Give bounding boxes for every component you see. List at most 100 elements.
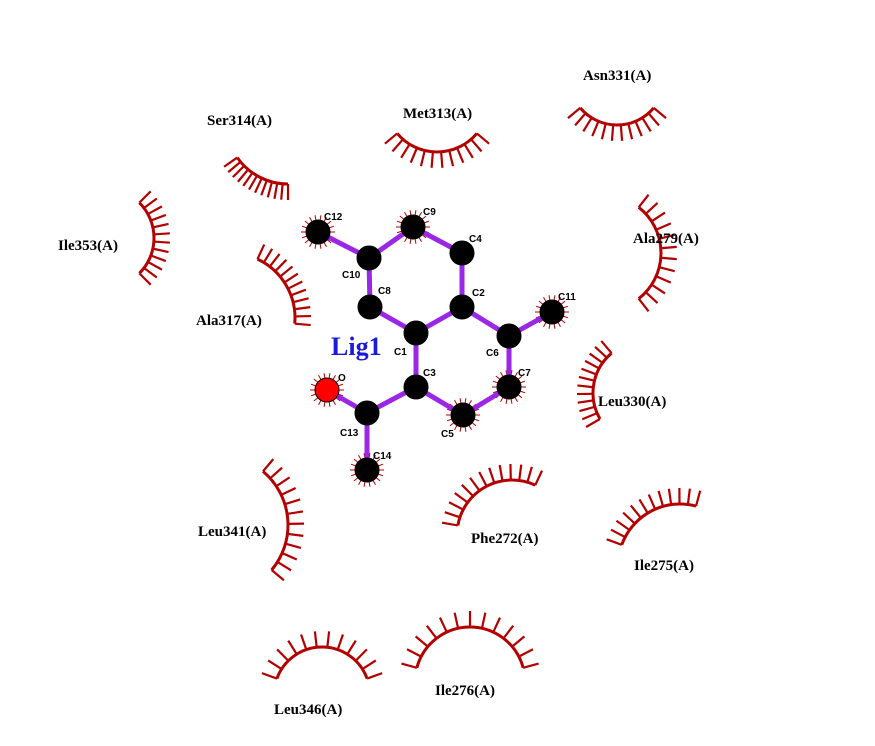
atom-label-c10: C10 xyxy=(342,270,361,281)
arc-spoke xyxy=(268,253,281,268)
arc-spoke xyxy=(694,490,702,507)
arc-spoke xyxy=(273,182,279,200)
arc-spoke xyxy=(502,625,515,640)
ligand-atoms xyxy=(305,214,565,483)
hydrophobic-arc xyxy=(256,257,297,324)
arc-spoke xyxy=(279,265,294,278)
arc-spoke xyxy=(143,197,158,209)
arc-spoke xyxy=(647,112,660,127)
atom-c3 xyxy=(403,374,429,400)
labels: Asn331(A)Met313(A)Ser314(A)Ile353(A)Ala2… xyxy=(58,68,699,718)
residue-label-leu330: Leu330(A) xyxy=(598,394,666,410)
arc-spoke xyxy=(653,107,667,119)
hydrophobic-arc xyxy=(235,156,289,186)
arc-spoke xyxy=(448,150,455,167)
atom-o xyxy=(314,377,340,403)
arc-spoke xyxy=(147,205,163,216)
arc-spoke xyxy=(454,492,469,504)
contact-marker-c12 xyxy=(301,215,335,249)
arc-spoke xyxy=(660,245,677,250)
atom-label-c12: C12 xyxy=(324,212,343,223)
arc-spoke xyxy=(147,260,163,271)
arc-spoke xyxy=(667,488,673,505)
residue-label-leu341: Leu341(A) xyxy=(198,524,266,540)
arc-spoke xyxy=(441,521,459,527)
hydrophobic-arc xyxy=(262,470,290,571)
arc-spoke xyxy=(522,662,539,669)
residue-ser314-contact xyxy=(223,156,290,200)
hydrophobic-contacts xyxy=(138,106,702,680)
arc-spoke xyxy=(600,123,607,140)
arc-spoke xyxy=(456,147,465,164)
atom-label-c9: C9 xyxy=(423,207,436,218)
residue-label-met313: Met313(A) xyxy=(403,106,472,122)
arc-spoke xyxy=(406,648,422,658)
residue-label-phe272: Phe272(A) xyxy=(471,531,539,547)
residue-label-ile275: Ile275(A) xyxy=(634,558,694,574)
atom-c14 xyxy=(354,457,380,483)
arc-spoke xyxy=(275,476,291,488)
arc-spoke xyxy=(518,648,534,658)
arc-spoke xyxy=(242,172,254,187)
arc-spoke xyxy=(400,143,411,159)
arc-spoke xyxy=(581,367,597,376)
arc-spoke xyxy=(686,488,691,505)
arc-spoke xyxy=(615,519,631,531)
arc-spoke xyxy=(430,151,434,168)
arc-spoke xyxy=(492,617,502,633)
arc-spoke xyxy=(262,458,275,473)
residue-ile275-contact xyxy=(606,487,702,546)
arc-spoke xyxy=(286,510,304,516)
arc-spoke xyxy=(600,340,613,354)
arc-spoke xyxy=(644,202,659,215)
hydrophobic-arc xyxy=(579,106,655,127)
arc-spoke xyxy=(280,487,297,496)
arc-spoke xyxy=(287,640,298,655)
arc-spoke xyxy=(574,112,587,127)
arc-spoke xyxy=(366,672,383,680)
hydrophobic-arc xyxy=(637,206,663,300)
residue-label-ser314: Ser314(A) xyxy=(207,113,272,129)
arc-spoke xyxy=(638,498,649,514)
atom-label-c1: C1 xyxy=(394,347,407,358)
residue-ile276-contact xyxy=(401,611,539,669)
arc-spoke xyxy=(223,156,238,168)
arc-spoke xyxy=(622,511,636,525)
arc-spoke xyxy=(619,124,624,141)
arc-spoke xyxy=(143,267,158,279)
arc-spoke xyxy=(150,213,167,222)
arc-spoke xyxy=(644,291,659,304)
arc-spoke xyxy=(480,612,487,629)
arc-spoke xyxy=(637,298,650,312)
residue-label-asn331: Asn331(A) xyxy=(583,68,651,84)
atom-label-c7: C7 xyxy=(518,368,531,379)
arc-spoke xyxy=(266,181,274,198)
atom-c1 xyxy=(403,320,429,346)
hydrophobic-arc xyxy=(138,201,156,275)
hydrophobic-arc xyxy=(275,645,369,680)
arc-spoke xyxy=(153,232,170,236)
arc-spoke xyxy=(478,471,488,487)
arc-spoke xyxy=(300,634,308,650)
arc-spoke xyxy=(276,560,292,572)
arc-spoke xyxy=(294,322,311,327)
arc-spoke xyxy=(153,240,170,244)
residue-label-leu346: Leu346(A) xyxy=(274,702,342,718)
arc-spoke xyxy=(594,346,608,359)
residue-ala317-contact xyxy=(256,244,312,327)
hydrophobic-arc xyxy=(591,352,613,420)
arc-spoke xyxy=(606,538,623,546)
atom-label-c4: C4 xyxy=(469,234,482,245)
residue-leu330-contact xyxy=(576,340,613,428)
arc-spoke xyxy=(384,132,398,145)
arc-spoke xyxy=(270,569,285,582)
arc-spoke xyxy=(438,617,448,633)
arc-spoke xyxy=(262,248,274,264)
residue-met313-contact xyxy=(384,132,490,168)
arc-spoke xyxy=(269,466,283,480)
arc-spoke xyxy=(577,399,594,404)
arc-spoke xyxy=(294,306,311,311)
arc-spoke xyxy=(254,177,263,194)
atom-label-c6: C6 xyxy=(486,348,499,359)
arc-spoke xyxy=(285,542,302,549)
